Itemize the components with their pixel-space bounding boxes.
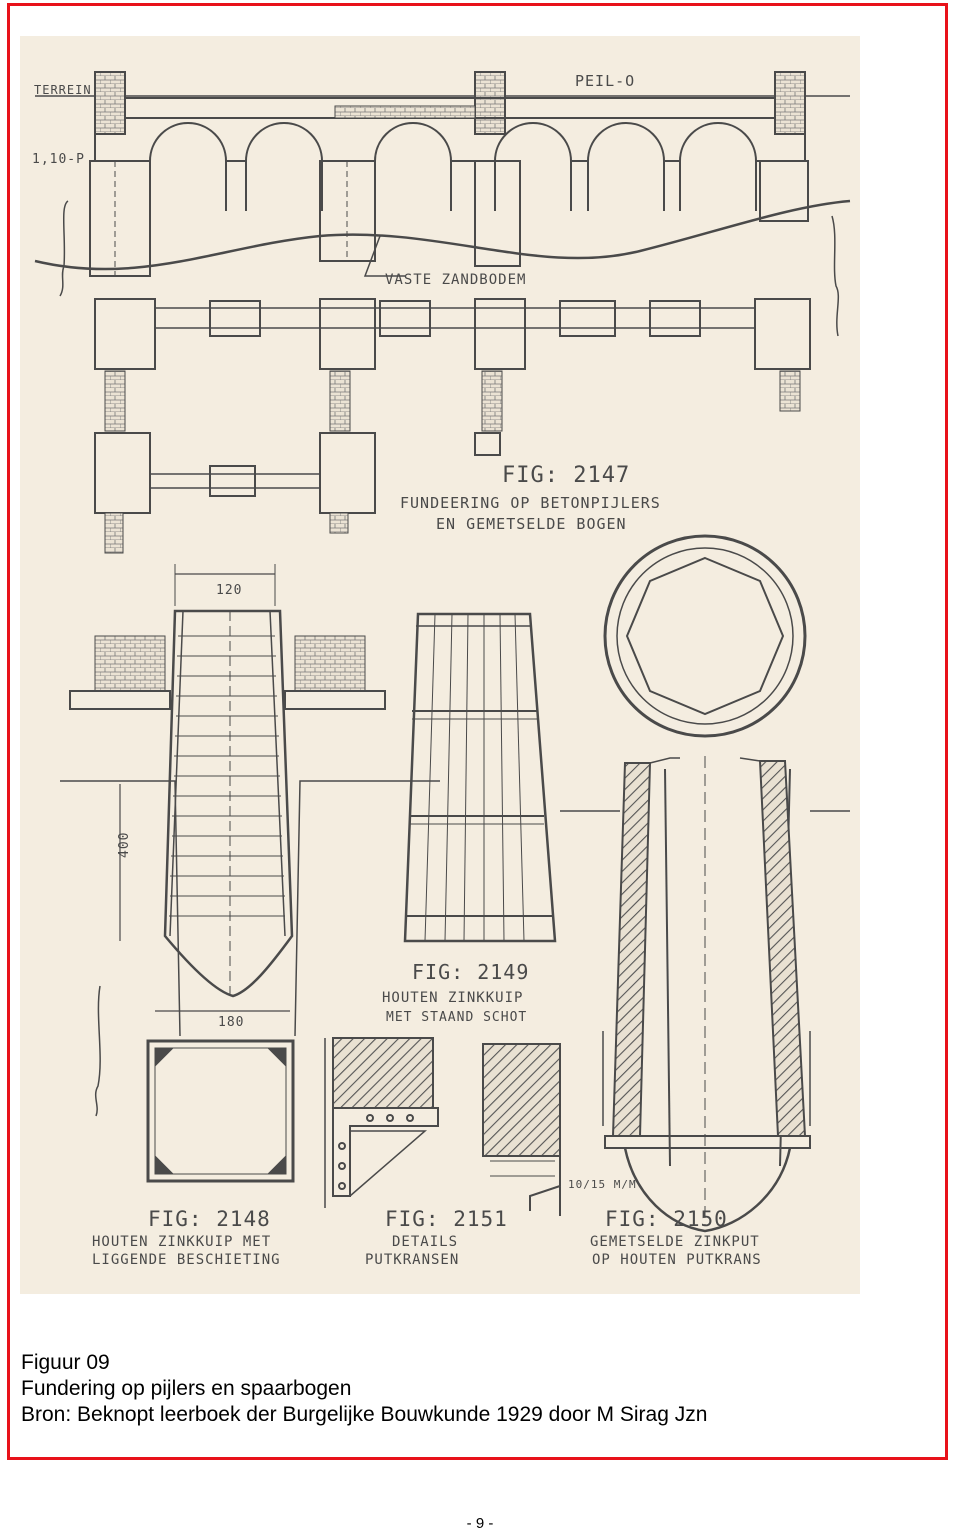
label-level-zero: PEIL-O	[575, 72, 635, 90]
fig-2151-number: FIG: 2151	[385, 1207, 508, 1231]
fig-2147-elevation	[34, 71, 851, 337]
fig-2148-number: FIG: 2148	[148, 1207, 271, 1231]
fig-2148-title-2: LIGGENDE BESCHIETING	[92, 1252, 281, 1268]
fig-2148-caisson-section	[60, 564, 440, 1183]
label-terrain: TERREIN	[34, 83, 92, 97]
fig-2150-number: FIG: 2150	[605, 1207, 728, 1231]
fig-2149-number: FIG: 2149	[412, 960, 529, 984]
drawing-plate: TERREIN PEIL-O 1,10-P VASTE ZANDBODEM FI…	[20, 36, 860, 1294]
fig-2150-title-2: OP HOUTEN PUTKRANS	[592, 1252, 762, 1268]
fig-2147-plan	[94, 298, 811, 554]
fig-2147-number: FIG: 2147	[502, 463, 630, 488]
label-sand-layer: VASTE ZANDBODEM	[385, 272, 526, 288]
fig-2147-title-2: EN GEMETSELDE BOGEN	[436, 515, 627, 533]
caption-title: Fundering op pijlers en spaarbogen	[21, 1377, 352, 1400]
fig-2149-wooden-caisson	[403, 612, 557, 943]
dim-bottom: 180	[218, 1015, 244, 1030]
fig-2151-details	[324, 1037, 561, 1216]
fig-2148-title-1: HOUTEN ZINKKUIP MET	[92, 1234, 271, 1250]
dim-height: 400	[117, 832, 132, 858]
fig-2147-title-1: FUNDEERING OP BETONPIJLERS	[400, 494, 661, 512]
dim-plank: 10/15 M/M	[568, 1178, 637, 1191]
label-level-depth: 1,10-P	[32, 152, 85, 167]
fig-2151-title-1: DETAILS	[392, 1234, 458, 1250]
fig-2150-masonry-well	[560, 534, 850, 1233]
figure-caption: Figuur 09 Fundering op pijlers en spaarb…	[21, 1350, 707, 1428]
dim-top: 120	[216, 583, 242, 598]
fig-2149-title-1: HOUTEN ZINKKUIP	[382, 990, 523, 1006]
fig-2151-title-2: PUTKRANSEN	[365, 1252, 459, 1268]
caption-source: Bron: Beknopt leerboek der Burgelijke Bo…	[21, 1403, 708, 1426]
fig-2150-title-1: GEMETSELDE ZINKPUT	[590, 1234, 760, 1250]
fig-2149-title-2: MET STAAND SCHOT	[386, 1010, 527, 1025]
figure-frame	[7, 3, 948, 1460]
caption-figure-number: Figuur 09	[21, 1351, 110, 1374]
page-number: - 9 -	[466, 1515, 494, 1532]
